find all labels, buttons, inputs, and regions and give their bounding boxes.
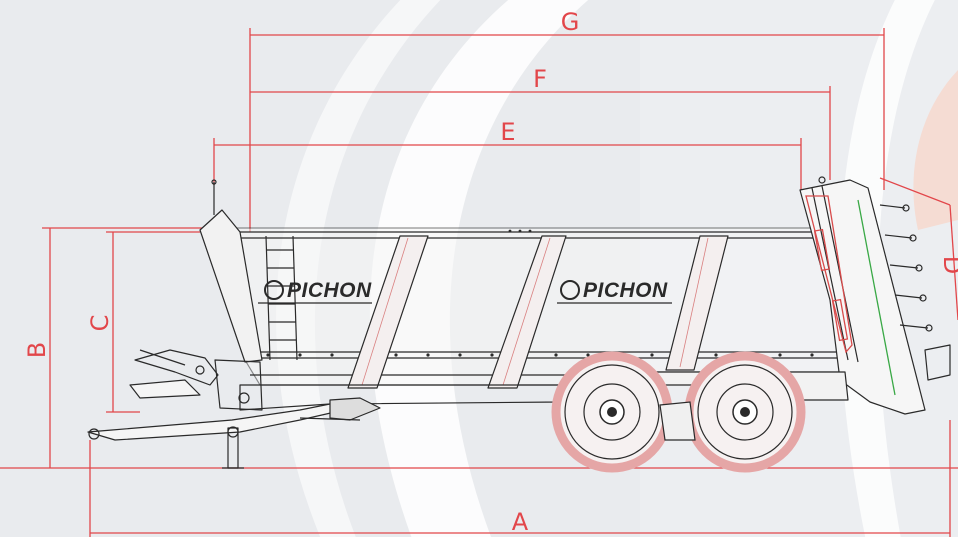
front-wall [199, 209, 263, 363]
beater-tines [879, 204, 933, 332]
beater-housing [799, 179, 926, 415]
dim-label-g: G [561, 8, 580, 36]
dimension-labels: G F E A B C D [23, 8, 958, 536]
body-ribs [347, 235, 729, 389]
hitch-eye [88, 428, 100, 440]
dim-label-f: F [533, 65, 547, 93]
bogie-bracket [659, 401, 696, 441]
wheel-rear [684, 351, 806, 473]
green-indicator-line [857, 199, 896, 396]
dim-label-c: C [86, 315, 114, 332]
brand-text-front: PICHON [287, 279, 372, 302]
brand-logo-mid: PICHON [557, 279, 672, 304]
rib-highlights [361, 237, 709, 386]
brand-text-mid: PICHON [583, 279, 668, 302]
dim-line-d [879, 177, 951, 206]
dimension-lines [42, 28, 958, 537]
hydraulic-detail [805, 195, 853, 354]
dim-label-d: D [938, 256, 958, 274]
brand-logo-front: PICHON [258, 279, 372, 304]
jack-stand [222, 426, 244, 469]
dim-label-b: B [23, 342, 51, 358]
wheel-front [551, 351, 673, 473]
dim-label-a: A [512, 508, 529, 536]
dim-label-e: E [500, 118, 515, 146]
pto-guard [134, 349, 219, 386]
